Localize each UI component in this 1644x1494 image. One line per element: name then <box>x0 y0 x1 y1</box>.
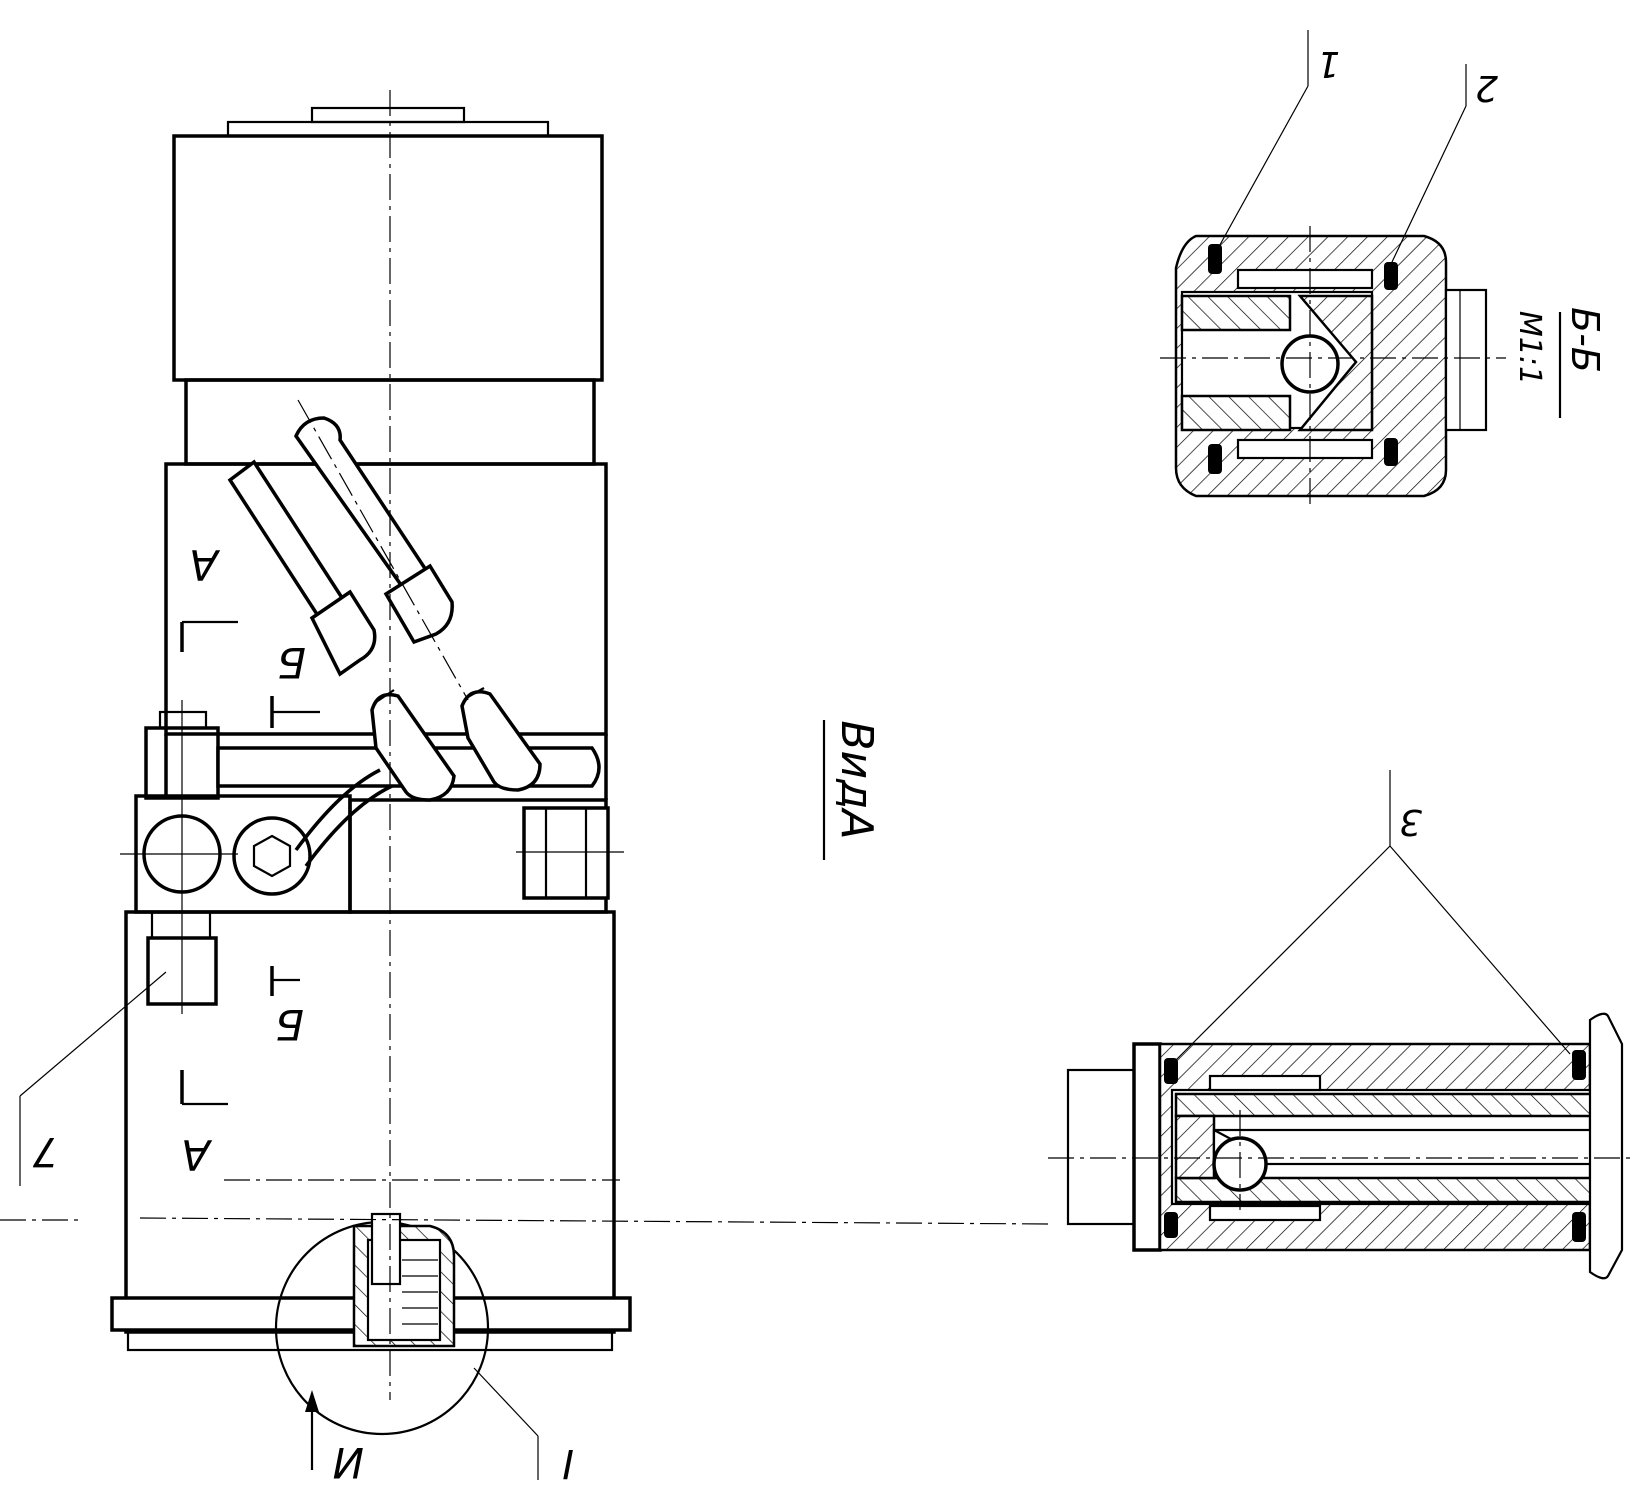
seal-1-top <box>1208 244 1222 274</box>
top-cap-flange <box>226 120 550 138</box>
tube-fitting-lower-right <box>460 687 542 792</box>
leader-1: 1 <box>1317 43 1340 84</box>
side-fitting <box>522 806 610 900</box>
view-title-group: ВидА <box>822 720 882 860</box>
seal-3-right-top <box>1572 1050 1586 1080</box>
section-bb: 1 2 Б-Б М1:1 <box>1160 30 1607 508</box>
leader-7: 7 <box>32 1128 58 1174</box>
section-long-flange <box>1588 1012 1624 1280</box>
seal-2-top <box>1384 262 1398 290</box>
section-bb-title: Б-Б <box>1563 307 1607 373</box>
section-mark-b-top: Б <box>277 638 306 687</box>
section-bb-plug <box>1444 288 1488 432</box>
tube-fitting-lower-left <box>370 689 456 802</box>
section-long-plug <box>1066 1068 1136 1226</box>
section-bb-scale: М1:1 <box>1512 311 1547 385</box>
section-mark-a-top: А <box>189 540 221 589</box>
seal-3-left-bottom <box>1164 1212 1178 1238</box>
seal-3-left-top <box>1164 1058 1178 1084</box>
seal-1-bottom <box>1208 444 1222 474</box>
tube-upper-left <box>227 459 377 677</box>
valve-stem-cap <box>158 710 208 730</box>
view-arrow-label: И <box>333 1438 364 1487</box>
section-long: 3 <box>1048 770 1630 1280</box>
main-view: А Б Б А 7 I И <box>0 90 1051 1487</box>
detail-callout: I <box>562 1440 574 1486</box>
seal-3-right-bottom <box>1572 1212 1586 1242</box>
leader-3: 3 <box>1399 801 1422 842</box>
seal-2-bottom <box>1384 438 1398 466</box>
leader-2: 2 <box>1475 67 1498 108</box>
plug-hex <box>232 816 312 896</box>
top-cap-small <box>310 106 466 124</box>
motor-housing <box>172 134 604 382</box>
section-mark-b-bottom: Б <box>275 1000 304 1049</box>
section-mark-a-bottom: А <box>181 1130 213 1179</box>
hex-socket <box>252 834 292 878</box>
view-title: ВидА <box>831 720 882 839</box>
